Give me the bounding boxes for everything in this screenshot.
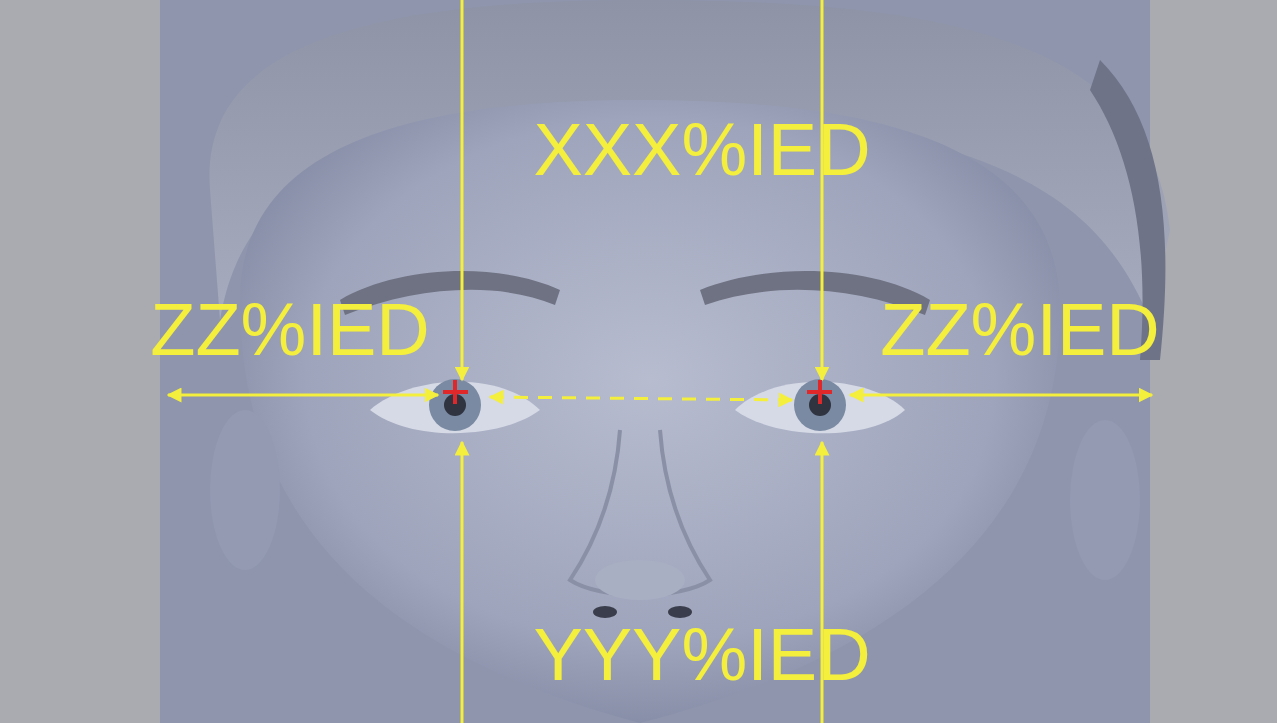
dimension-label: ZZ%IED (878, 293, 1162, 367)
dimension-label: ZZ%IED (148, 293, 432, 367)
eye-centre-mark (443, 380, 832, 404)
dimension-label: YYY%IED (531, 618, 872, 692)
dimension-label: XXX%IED (531, 113, 872, 187)
